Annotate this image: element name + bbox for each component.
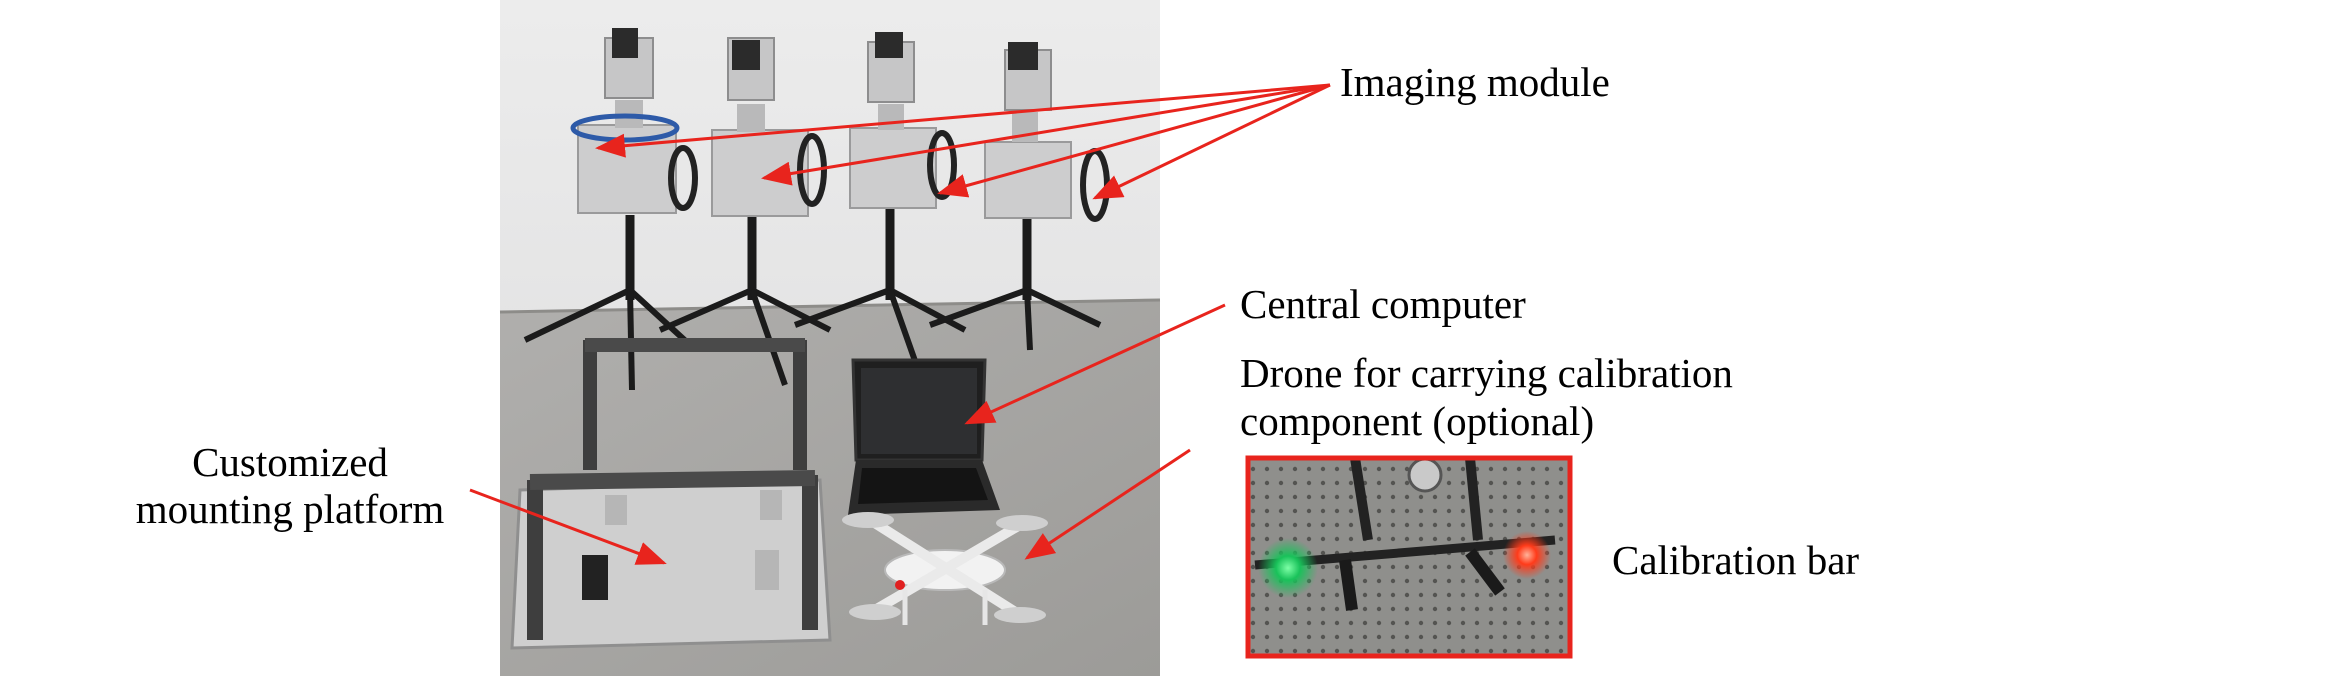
arrow-drone [1024, 448, 1191, 560]
arrow-imaging-module-2 [761, 83, 1331, 186]
arrow-imaging-module-3 [937, 83, 1331, 198]
arrow-imaging-module-1 [595, 83, 1331, 158]
drone-label-line2: component (optional) [1240, 398, 1595, 444]
imaging-module-1 [523, 28, 698, 391]
central-computer-label: Central computer [1240, 281, 1526, 327]
calibration-inset [1245, 455, 1573, 659]
annotation-arrows [469, 83, 1331, 565]
platform-label-line1: Customized [192, 439, 388, 485]
imaging-module-4 [928, 42, 1110, 351]
imaging-module-label: Imaging module [1340, 59, 1610, 105]
drone-label-line1: Drone for carrying calibration [1240, 350, 1733, 396]
main-photo [499, 0, 1161, 676]
arrow-central-computer [964, 303, 1226, 425]
drone [842, 512, 1048, 625]
arrow-mounting-platform [469, 488, 667, 565]
mounting-platform [510, 338, 832, 650]
laptop [848, 358, 1000, 515]
calibration-bar-label: Calibration bar [1612, 537, 1860, 583]
arrow-imaging-module-4 [1092, 83, 1331, 200]
platform-label-line2: mounting platform [135, 486, 445, 532]
imaging-module-3 [793, 32, 967, 376]
